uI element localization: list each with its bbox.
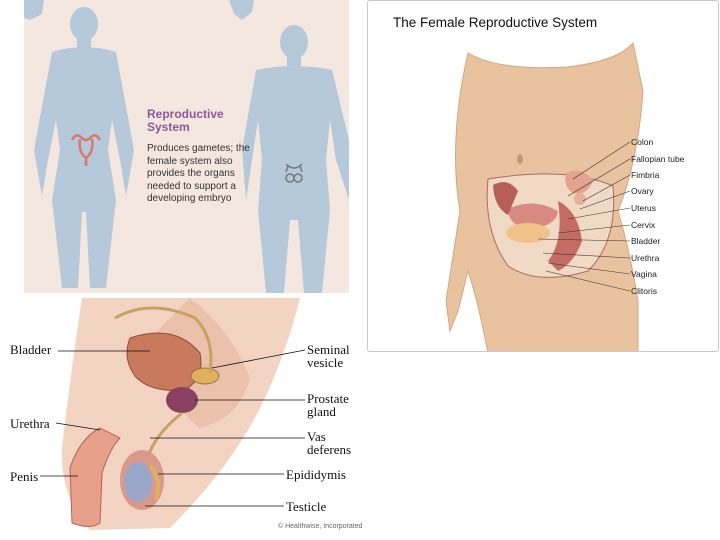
female-organs [493, 170, 593, 271]
label-seminal-vesicle: Seminal vesicle [307, 342, 350, 370]
penis-organ [69, 427, 121, 527]
female-torso-illustration [445, 41, 644, 351]
seminal-vesicle-organ [190, 367, 220, 385]
label-testicle: Testicle [286, 499, 327, 514]
male-silhouette [242, 25, 349, 293]
prostate-organ [166, 387, 198, 413]
label-clitoris: Clitoris [631, 286, 657, 296]
testicle-organ [124, 462, 152, 502]
label-fallopian-tube: Fallopian tube [631, 154, 685, 164]
copyright-credit: © Healthwise, Incorporated [278, 523, 363, 530]
male-organ-icon [285, 163, 303, 183]
label-urethra-female: Urethra [631, 253, 660, 263]
male-leader-lines [40, 349, 306, 507]
label-bladder-male: Bladder [10, 342, 52, 357]
label-colon: Colon [631, 137, 654, 147]
label-epididymis: Epididymis [286, 467, 346, 482]
epididymis-organ [148, 464, 160, 501]
female-silhouette [34, 7, 134, 288]
male-pelvis-illustration [40, 298, 306, 530]
female-diagram-title: The Female Reproductive System [393, 15, 598, 30]
label-cervix: Cervix [631, 220, 656, 230]
label-bladder-female: Bladder [631, 236, 661, 246]
female-diagram-panel: The Female Reproductive System [367, 0, 719, 352]
label-uterus: Uterus [631, 203, 657, 213]
silhouettes-panel: Reproductive System Produces gametes; th… [24, 0, 349, 293]
label-vas-deferens: Vas deferens [307, 429, 352, 457]
label-fimbria: Fimbria [631, 170, 660, 180]
reproductive-system-description: Produces gametes; the female system also… [147, 143, 250, 204]
label-penis: Penis [10, 469, 39, 484]
uterus-icon [70, 134, 102, 166]
female-leader-lines [537, 141, 631, 292]
label-vagina: Vagina [631, 269, 657, 279]
label-prostate-gland: Prostate gland [307, 391, 349, 419]
male-diagram-panel: Bladder Seminal vesicle Prostate gland U… [0, 298, 366, 540]
label-urethra-male: Urethra [10, 416, 50, 431]
silhouettes-illustration [24, 0, 349, 293]
reproductive-system-title: Reproductive System [147, 107, 224, 134]
label-ovary: Ovary [631, 186, 654, 196]
